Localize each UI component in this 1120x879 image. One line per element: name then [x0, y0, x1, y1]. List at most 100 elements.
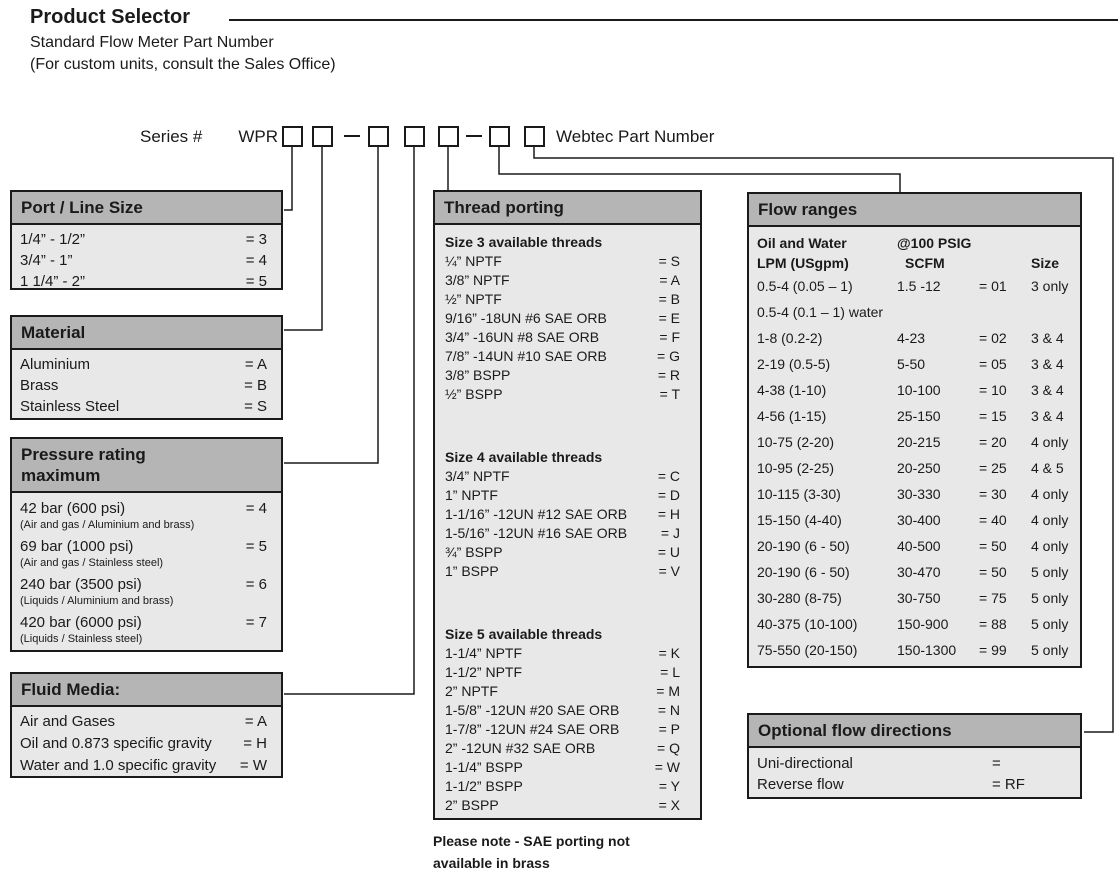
cell-size: 3 & 4	[1031, 408, 1064, 424]
row-label: 1” BSPP	[445, 563, 499, 579]
row-code: = Y	[658, 778, 680, 794]
flow-ranges-column-header-1: Oil and Water @100 PSIG	[757, 233, 1072, 253]
size4-heading: Size 4 available threads	[445, 449, 603, 465]
table-row: ¾” BSPP = U	[435, 543, 700, 562]
row-label: 3/4” NPTF	[445, 468, 510, 484]
row-note: (Liquids / Aluminium and brass)	[20, 595, 174, 607]
sae-porting-note: Please note - SAE porting not available …	[433, 830, 630, 874]
cell-lpm: 10-115 (3-30)	[757, 486, 841, 502]
row-code: = E	[658, 310, 680, 326]
table-row: 1-1/2” NPTF = L	[435, 663, 700, 682]
row-label: 3/4” - 1”	[20, 252, 73, 269]
pressure-rating-header: Pressure rating maximum	[12, 439, 281, 493]
cell-scfm: 5-50	[897, 356, 926, 372]
table-row: 420 bar (6000 psi) = 7 (Liquids / Stainl…	[12, 613, 281, 647]
series-box-2-material	[312, 126, 333, 147]
row-code: = B	[658, 291, 680, 307]
table-row: 1/4” - 1/2” = 3	[12, 229, 281, 250]
cell-lpm: 10-95 (2-25)	[757, 460, 835, 476]
table-row: 75-550 (20-150) 150-1300 = 99 5 only	[757, 637, 1072, 663]
thread-porting-body: Size 3 available threads ¼” NPTF = S 3/8…	[435, 225, 700, 815]
row-label: Reverse flow	[757, 776, 844, 793]
row-note: (Air and gas / Aluminium and brass)	[20, 519, 195, 531]
port-line-size-header: Port / Line Size	[12, 192, 281, 225]
cell-lpm: 0.5-4 (0.05 – 1)	[757, 278, 853, 294]
row-code: = 4	[245, 252, 267, 269]
table-row: 1 1/4” - 2” = 5	[12, 271, 281, 288]
table-row: 20-190 (6 - 50) 30-470 = 50 5 only	[757, 559, 1072, 585]
series-box-7-direction	[524, 126, 545, 147]
row-code: = Q	[657, 740, 680, 756]
table-row: Uni-directional =	[757, 753, 1072, 774]
table-row: 20-190 (6 - 50) 40-500 = 50 4 only	[757, 533, 1072, 559]
cell-code: = 30	[979, 486, 1007, 502]
col-header-oil-water: Oil and Water	[757, 235, 847, 251]
row-code: = S	[244, 398, 267, 415]
row-code: = J	[660, 525, 680, 541]
cell-scfm: 150-1300	[897, 642, 957, 658]
row-code: = X	[658, 797, 680, 813]
row-label: 240 bar (3500 psi)	[20, 576, 142, 593]
cell-size: 3 & 4	[1031, 356, 1064, 372]
row-label: 1-1/2” NPTF	[445, 664, 523, 680]
table-row: 42 bar (600 psi) = 4 (Air and gas / Alum…	[12, 499, 281, 533]
row-code: = A	[244, 356, 267, 373]
table-row: 240 bar (3500 psi) = 6 (Liquids / Alumin…	[12, 575, 281, 609]
table-row: Air and Gases = A	[12, 711, 281, 733]
row-label: Uni-directional	[757, 755, 853, 772]
row-label: ½” BSPP	[445, 386, 503, 402]
cell-code: = 15	[979, 408, 1007, 424]
cell-lpm: 20-190 (6 - 50)	[757, 564, 850, 580]
connector-fluid	[284, 147, 415, 695]
cell-size: 5 only	[1031, 564, 1069, 580]
cell-scfm: 20-215	[897, 434, 941, 450]
cell-size: 3 & 4	[1031, 330, 1064, 346]
row-code: = N	[657, 702, 680, 718]
table-row: 10-115 (3-30) 30-330 = 30 4 only	[757, 481, 1072, 507]
cell-code: = 75	[979, 590, 1007, 606]
table-row: Brass = B	[12, 375, 281, 396]
series-code: WPR	[238, 127, 278, 146]
table-row: 15-150 (4-40) 30-400 = 40 4 only	[757, 507, 1072, 533]
title-rule	[229, 19, 1118, 21]
sae-porting-note-line2: available in brass	[433, 855, 550, 871]
cell-size: 5 only	[1031, 642, 1069, 658]
row-label: ¾” BSPP	[445, 544, 503, 560]
table-row: 10-95 (2-25) 20-250 = 25 4 & 5	[757, 455, 1072, 481]
row-label: 1-7/8” -12UN #24 SAE ORB	[445, 721, 620, 737]
row-label: ½” NPTF	[445, 291, 502, 307]
cell-lpm: 0.5-4 (0.1 – 1) water	[757, 304, 884, 320]
row-code: = H	[243, 735, 267, 752]
row-label: 42 bar (600 psi)	[20, 500, 126, 517]
cell-scfm: 30-750	[897, 590, 941, 606]
row-label: ¼” NPTF	[445, 253, 502, 269]
cell-lpm: 4-56 (1-15)	[757, 408, 827, 424]
material-table: Material Aluminium = A Brass = B Stainle…	[10, 315, 283, 420]
row-code: = W	[654, 759, 680, 775]
row-label: 1-1/4” BSPP	[445, 759, 523, 775]
table-row: 1-5/8” -12UN #20 SAE ORB = N	[435, 701, 700, 720]
cell-code: = 05	[979, 356, 1007, 372]
col-header-psig: @100 PSIG	[897, 235, 972, 251]
row-note: (Air and gas / Stainless steel)	[20, 557, 164, 569]
row-code: = 3	[245, 231, 267, 248]
table-row: 2” NPTF = M	[435, 682, 700, 701]
cell-size: 5 only	[1031, 616, 1069, 632]
table-row: 3/4” - 1” = 4	[12, 250, 281, 271]
cell-scfm: 30-330	[897, 486, 941, 502]
row-label: 3/8” BSPP	[445, 367, 511, 383]
cell-scfm: 4-23	[897, 330, 926, 346]
cell-scfm: 1.5 -12	[897, 278, 941, 294]
row-label: 9/16” -18UN #6 SAE ORB	[445, 310, 607, 326]
cell-size: 4 only	[1031, 434, 1069, 450]
flow-ranges-table: Flow ranges Oil and Water @100 PSIG LPM …	[747, 192, 1082, 668]
series-box-6-flow	[489, 126, 510, 147]
row-code: = U	[657, 544, 680, 560]
table-row: 2-19 (0.5-5) 5-50 = 05 3 & 4	[757, 351, 1072, 377]
thread-porting-table: Thread porting Size 3 available threads …	[433, 190, 702, 820]
row-label: 2” -12UN #32 SAE ORB	[445, 740, 596, 756]
row-code: = H	[657, 506, 680, 522]
table-row: 1-5/16” -12UN #16 SAE ORB = J	[435, 524, 700, 543]
series-box-1-port-size	[282, 126, 303, 147]
row-code: = V	[658, 563, 680, 579]
